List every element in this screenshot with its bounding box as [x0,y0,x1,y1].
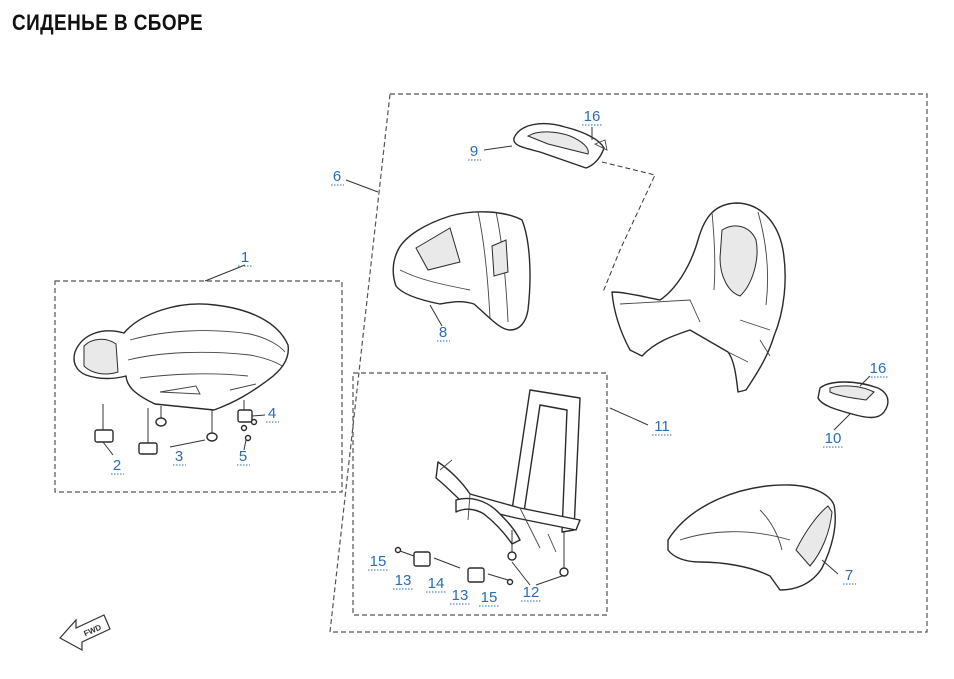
fwd-arrow-icon: FWD [59,614,111,652]
svg-text:15: 15 [481,589,498,606]
svg-text:9: 9 [470,143,478,160]
callout-7[interactable]: 7 [843,567,856,585]
svg-text:16: 16 [584,108,601,125]
trim-part-10 [817,381,889,419]
callout-4[interactable]: 4 [266,405,279,423]
svg-text:4: 4 [268,405,276,422]
seat-frame-part-11 [435,389,581,577]
seat-bracket-part-2 [94,404,158,455]
svg-text:12: 12 [523,584,540,601]
backrest-cushion-part-8 [392,211,531,331]
svg-text:2: 2 [113,457,121,474]
svg-text:11: 11 [654,418,670,435]
callout-3[interactable]: 3 [173,448,186,466]
bolt-part-14 [433,557,509,581]
callout-2[interactable]: 2 [111,457,124,475]
callout-14[interactable]: 14 [426,575,446,593]
callout-10[interactable]: 10 [823,430,843,448]
trim-part-9 [513,123,608,169]
backrest-shell [611,202,786,393]
callout-1[interactable]: 1 [238,249,252,267]
svg-text:7: 7 [845,567,853,584]
svg-text:3: 3 [175,448,183,465]
grommet-part-3 [155,406,218,442]
callout-12[interactable]: 12 [521,584,541,602]
svg-text:13: 13 [452,587,469,604]
callout-leaders [102,127,871,586]
group-frame-1 [54,280,343,493]
callout-16-top[interactable]: 16 [582,108,602,126]
callout-16-right[interactable]: 16 [868,360,888,378]
callout-8[interactable]: 8 [437,324,450,342]
seat-part-1 [73,303,289,411]
svg-text:15: 15 [370,553,387,570]
svg-text:6: 6 [333,168,341,185]
callout-13-right[interactable]: 13 [450,587,470,605]
page-title: СИДЕНЬЕ В СБОРЕ [12,10,204,35]
screw-part-5 [240,418,258,442]
assembly-link [601,161,656,293]
seat-shell-part-7 [667,484,836,591]
latch-part-4 [237,400,253,423]
svg-text:1: 1 [241,249,249,266]
callout-6[interactable]: 6 [331,168,344,186]
callout-13-left[interactable]: 13 [393,572,413,590]
group-frame-6 [329,93,928,633]
svg-text:13: 13 [395,572,412,589]
callout-15-right[interactable]: 15 [479,589,499,607]
callout-labels: 1 2 3 4 5 6 7 8 9 10 11 12 13 13 14 15 1… [111,108,888,607]
svg-text:10: 10 [825,430,842,447]
svg-text:14: 14 [428,575,445,592]
svg-text:16: 16 [870,360,887,377]
clip-part-13 [413,551,485,583]
callout-15-left[interactable]: 15 [368,553,388,571]
callout-9[interactable]: 9 [468,143,481,161]
svg-text:8: 8 [439,324,447,341]
nut-part-15 [394,546,514,586]
svg-text:5: 5 [239,448,247,465]
callout-11[interactable]: 11 [652,418,672,436]
callout-5[interactable]: 5 [237,448,250,466]
